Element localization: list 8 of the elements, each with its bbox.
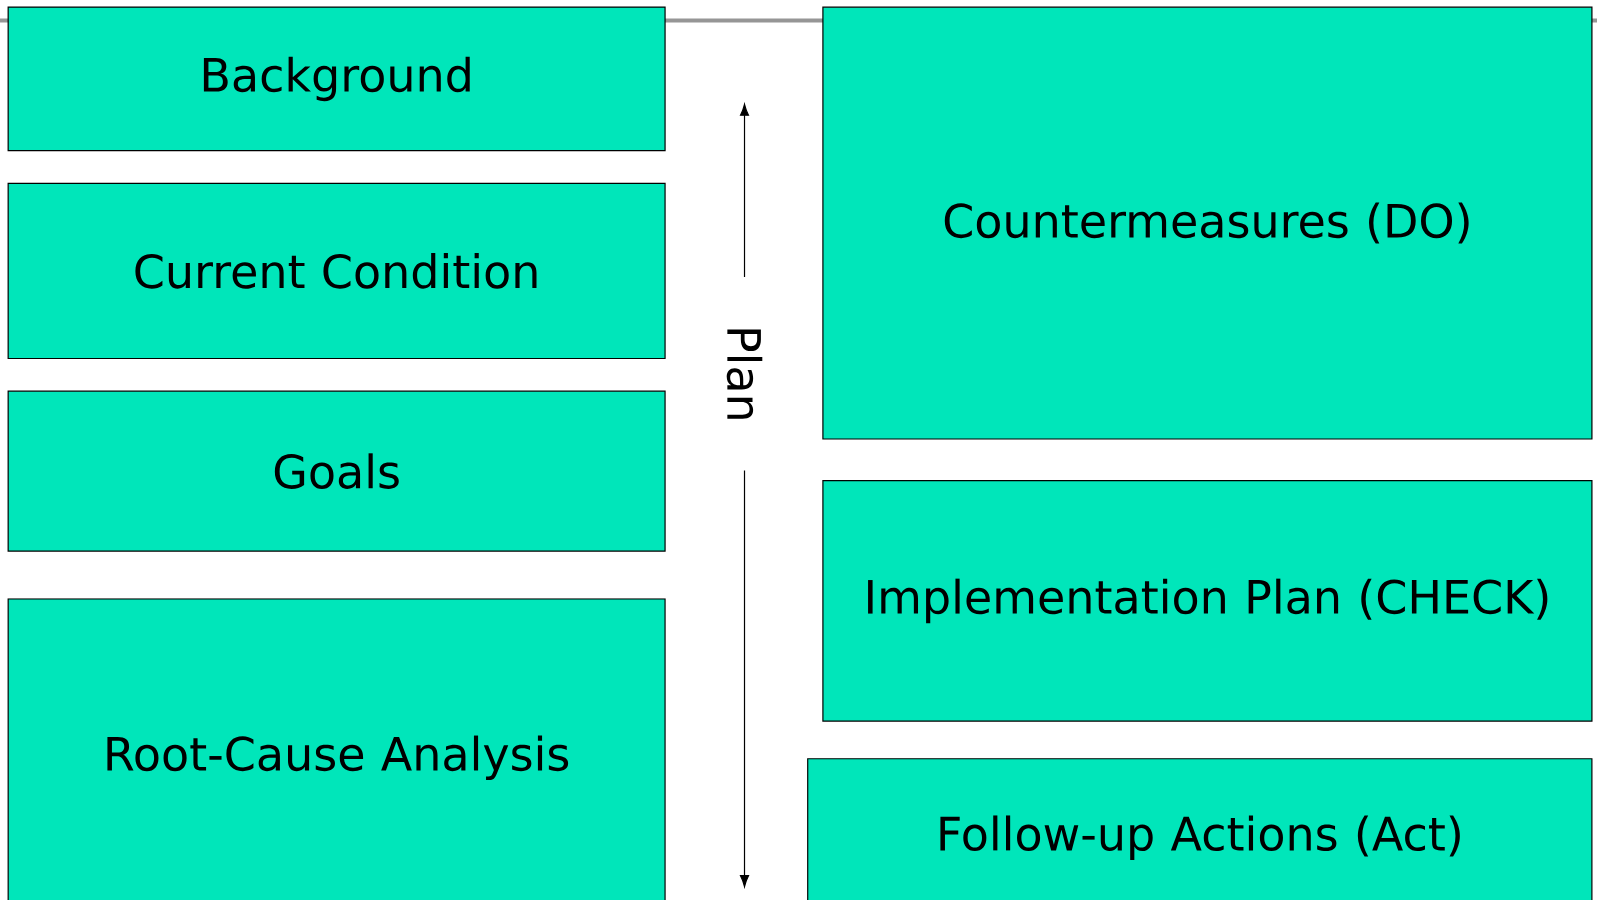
text-box: Countermeasures (DO) xyxy=(822,6,1593,440)
text-box: Follow-up Actions (Act) xyxy=(807,758,1593,900)
text-box: Current Condition xyxy=(7,182,666,360)
text-box: Root-Cause Analysis xyxy=(7,598,666,900)
text-box: Goals xyxy=(7,390,666,552)
text-box: Background xyxy=(7,6,666,152)
text-box: Implementation Plan (CHECK) xyxy=(822,480,1593,722)
axis-label: Plan xyxy=(726,329,763,419)
